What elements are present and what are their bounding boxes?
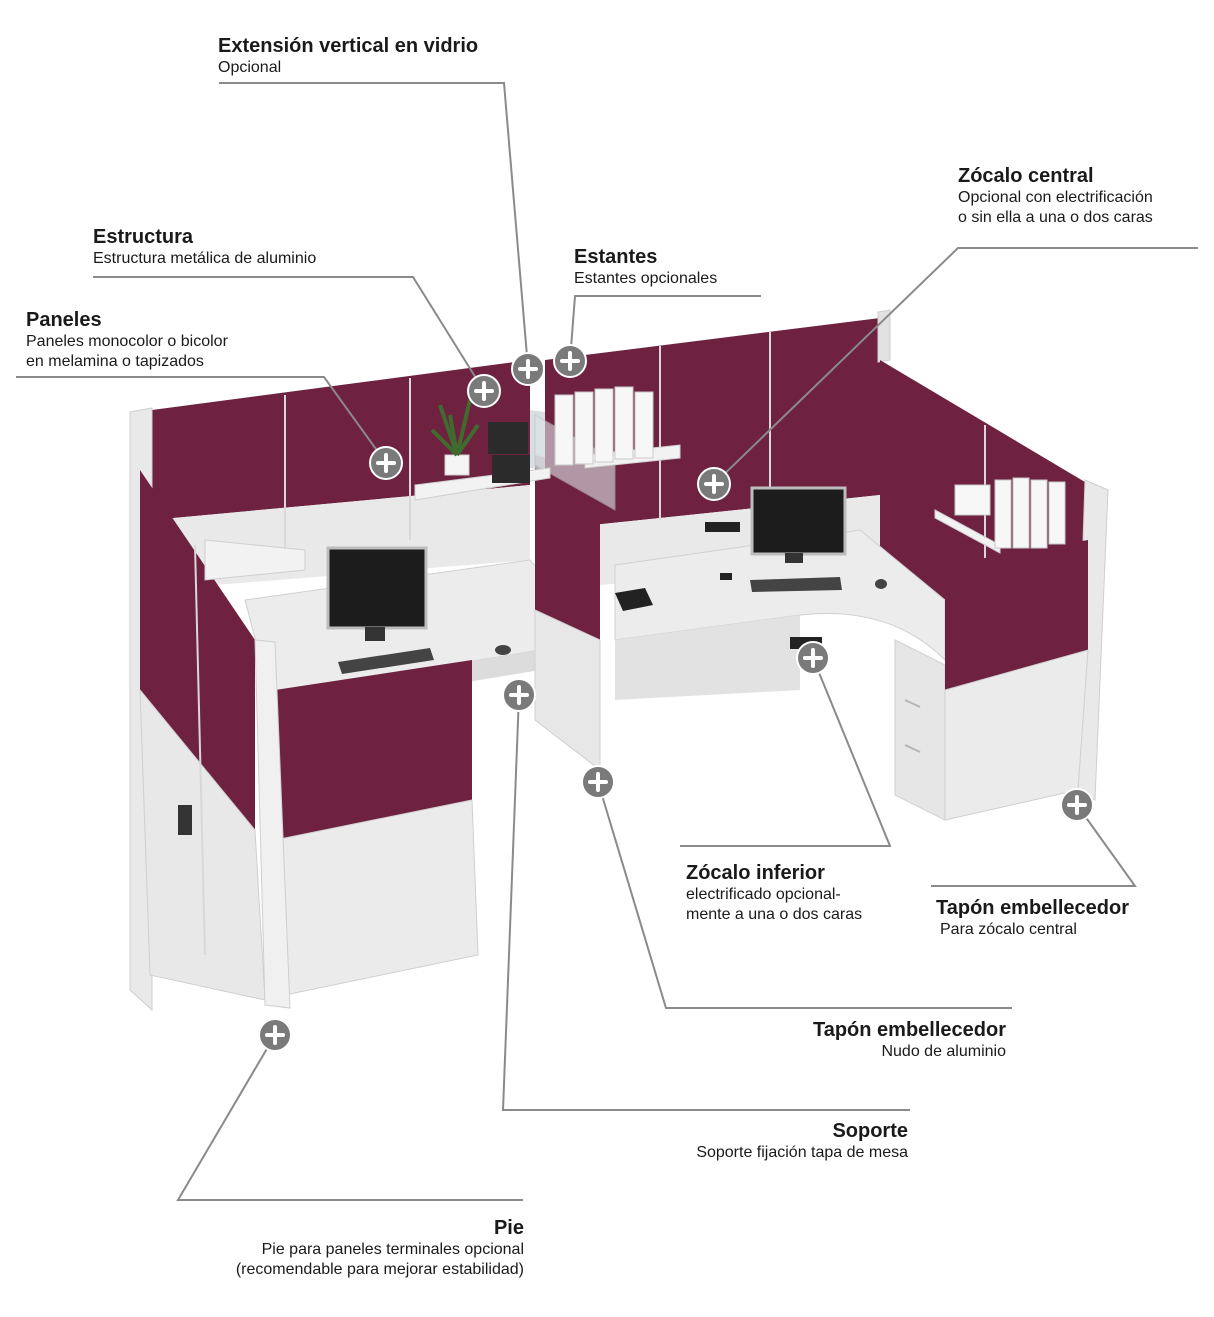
callout-title: Tapón embellecedor: [812, 1019, 1006, 1041]
binders: [554, 386, 1066, 549]
callout-title: Soporte: [832, 1120, 908, 1142]
plus-icon: [518, 359, 538, 379]
marker-estructura[interactable]: [467, 374, 501, 408]
callout-soporte: Soporte Soporte fijación tapa de mesa: [696, 1120, 908, 1163]
callout-tapon-central: Tapón embellecedor Para zócalo central: [936, 897, 1129, 940]
plus-icon: [376, 453, 396, 473]
callout-desc: Soporte fijación tapa de mesa: [696, 1144, 908, 1161]
callout-desc: electrificado opcional- mente a una o do…: [686, 886, 863, 923]
callout-paneles: Paneles Paneles monocolor o bicolor en m…: [26, 309, 228, 372]
callout-desc: Paneles monocolor o bicolor en melamina …: [26, 333, 228, 370]
marker-zocalo-inferior[interactable]: [796, 641, 830, 675]
keyboards: [338, 522, 887, 674]
front-end-panel: [254, 639, 479, 1009]
plus-icon: [265, 1025, 285, 1045]
callout-extension: Extensión vertical en vidrio Opcional: [218, 35, 478, 78]
monitors: [326, 486, 847, 641]
callout-estructura: Estructura Estructura metálica de alumin…: [93, 226, 316, 269]
callout-estantes: Estantes Estantes opcionales: [574, 246, 717, 289]
marker-zocalo-central[interactable]: [697, 467, 731, 501]
callout-title: Tapón embellecedor: [936, 897, 1130, 919]
plus-icon: [588, 772, 608, 792]
markers: [258, 344, 1094, 1052]
callout-title: Zócalo inferior: [686, 862, 825, 884]
plus-icon: [1067, 795, 1087, 815]
callout-title: Extensión vertical en vidrio: [218, 35, 479, 57]
callout-title: Pie: [493, 1217, 524, 1239]
callout-desc: Pie para paneles terminales opcional (re…: [235, 1241, 524, 1278]
leader-lines: [16, 82, 1198, 1201]
callout-zocalo-central: Zócalo central Opcional con electrificac…: [958, 165, 1153, 228]
marker-tapon-nudo[interactable]: [581, 765, 615, 799]
callout-desc: Para zócalo central: [940, 921, 1077, 938]
callout-title: Estantes: [574, 246, 658, 268]
plus-icon: [803, 648, 823, 668]
callout-desc: Nudo de aluminio: [881, 1043, 1006, 1060]
left-side-wall: [139, 470, 266, 1001]
right-desk: [614, 529, 946, 821]
plant: [430, 399, 530, 483]
marker-extension[interactable]: [511, 352, 545, 386]
plus-icon: [509, 685, 529, 705]
callout-desc: Opcional con electrificación o sin ella …: [958, 189, 1153, 226]
plus-icon: [560, 351, 580, 371]
marker-paneles[interactable]: [369, 446, 403, 480]
callout-desc: Estantes opcionales: [574, 270, 718, 287]
plus-icon: [474, 381, 494, 401]
callout-pie: Pie Pie para paneles terminales opcional…: [236, 1217, 524, 1280]
callout-zocalo-inferior: Zócalo inferior electrificado opcional- …: [686, 862, 862, 925]
callout-desc: Opcional: [218, 59, 282, 76]
callout-desc: Estructura metálica de aluminio: [93, 250, 317, 267]
callout-title: Paneles: [26, 309, 102, 331]
right-end-panel: [944, 540, 1089, 821]
callout-title: Estructura: [93, 226, 194, 248]
marker-estantes[interactable]: [553, 344, 587, 378]
callout-title: Zócalo central: [958, 165, 1094, 187]
plus-icon: [704, 474, 724, 494]
marker-soporte[interactable]: [502, 678, 536, 712]
callout-tapon-nudo: Tapón embellecedor Nudo de aluminio: [813, 1019, 1006, 1062]
marker-tapon-central[interactable]: [1060, 788, 1094, 822]
marker-pie[interactable]: [258, 1018, 292, 1052]
